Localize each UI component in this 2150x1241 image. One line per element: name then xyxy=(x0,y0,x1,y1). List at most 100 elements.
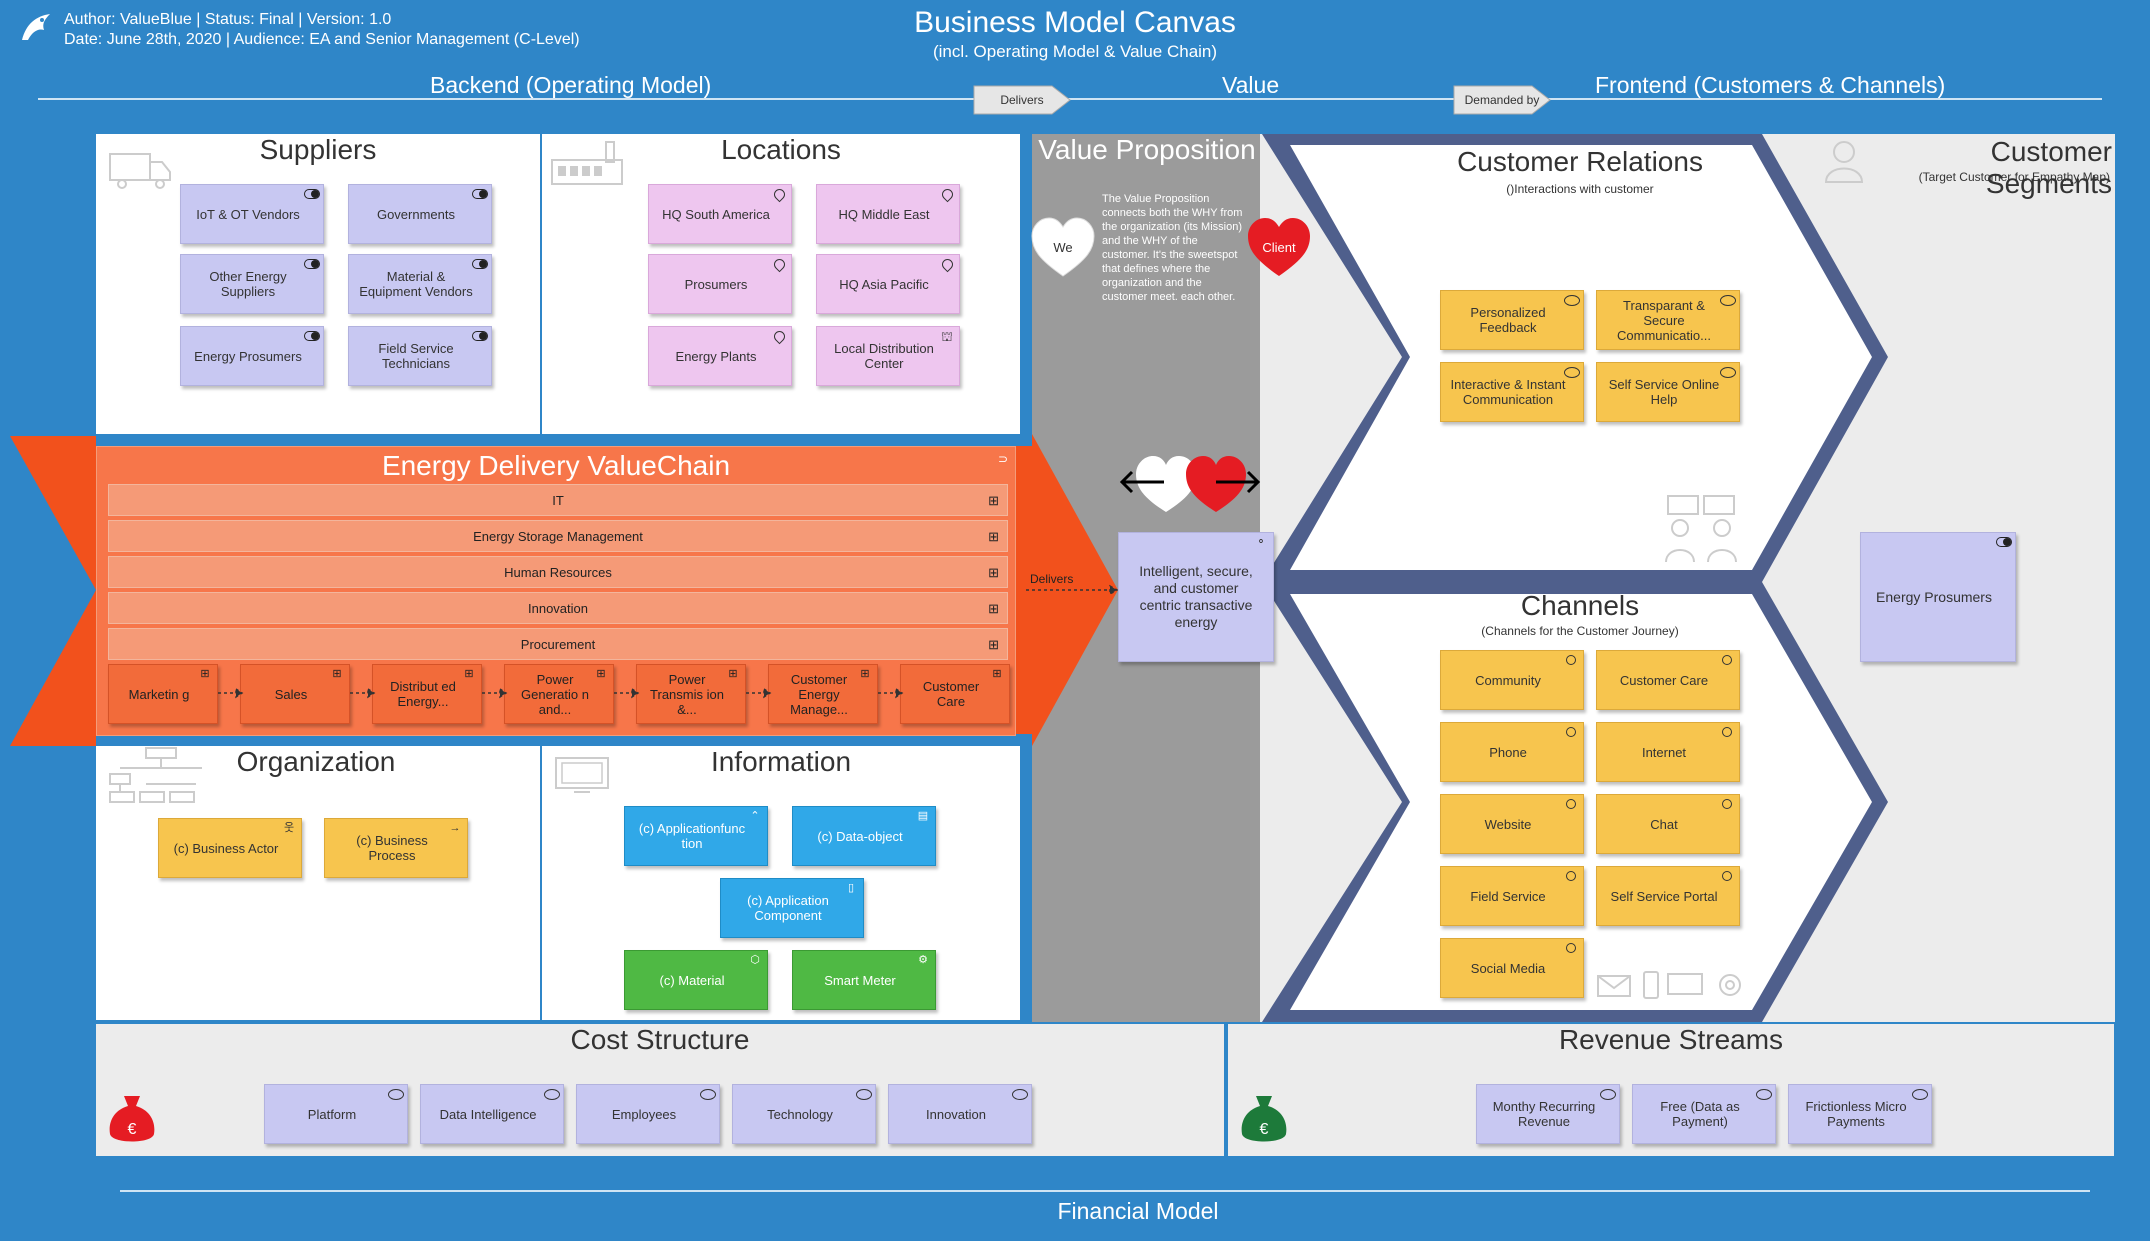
relation-self-service-help[interactable]: Self Service Online Help xyxy=(1596,362,1740,422)
supplier-label: Material & Equipment Vendors xyxy=(359,269,473,299)
location-label: HQ Asia Pacific xyxy=(839,276,929,292)
channel-social-media[interactable]: Social Media xyxy=(1440,938,1584,998)
supplier-label: Governments xyxy=(376,206,456,222)
supplier-other-energy[interactable]: Other Energy Suppliers xyxy=(180,254,324,314)
page-subtitle: (incl. Operating Model & Value Chain) xyxy=(932,42,1218,61)
suppliers-title: Suppliers xyxy=(259,134,377,165)
channel-label: Social Media xyxy=(1470,960,1546,976)
relation-personalized-feedback[interactable]: Personalized Feedback xyxy=(1440,290,1584,350)
supplier-field-service[interactable]: Field Service Technicians xyxy=(348,326,492,386)
channel-customer-care[interactable]: Customer Care xyxy=(1596,650,1740,710)
interface-icon xyxy=(1720,727,1734,739)
channel-phone[interactable]: Phone xyxy=(1440,722,1584,782)
revenue-micro-payments[interactable]: Frictionless Micro Payments xyxy=(1788,1084,1932,1144)
info-application-component[interactable]: (c) Application Component▯ xyxy=(720,878,864,938)
cost-employees[interactable]: Employees xyxy=(576,1084,720,1144)
service-icon xyxy=(1756,1089,1772,1101)
actor-icon xyxy=(472,189,488,201)
interface-icon xyxy=(1720,871,1734,883)
svg-text:€: € xyxy=(128,1121,137,1138)
cost-label: Data Intelligence xyxy=(439,1106,537,1122)
support-row-human-resources[interactable]: Human Resources⊞ xyxy=(108,556,1008,588)
cost-label: Platform xyxy=(307,1106,357,1122)
cost-data-intelligence[interactable]: Data Intelligence xyxy=(420,1084,564,1144)
revenue-label: Free (Data as Payment) xyxy=(1660,1099,1740,1129)
interaction-icon xyxy=(1720,367,1736,379)
demanded-by-arrow-label: Demanded by xyxy=(1464,93,1540,107)
supplier-energy-prosumers[interactable]: Energy Prosumers xyxy=(180,326,324,386)
chain-step-label: Marketin g xyxy=(128,686,190,702)
chain-step-marketing[interactable]: Marketin g⊞ xyxy=(108,664,218,724)
supplier-material-equipment[interactable]: Material & Equipment Vendors xyxy=(348,254,492,314)
function-icon: ⊞ xyxy=(728,668,738,680)
cost-platform[interactable]: Platform xyxy=(264,1084,408,1144)
money-bag-icon: € xyxy=(1238,1092,1290,1148)
interface-icon xyxy=(1720,799,1734,811)
function-icon: ⊞ xyxy=(988,529,999,544)
segments-person-icon xyxy=(1824,138,1864,184)
cost-innovation[interactable]: Innovation xyxy=(888,1084,1032,1144)
supplier-iot-ot-vendors[interactable]: IoT & OT Vendors xyxy=(180,184,324,244)
channel-community[interactable]: Community xyxy=(1440,650,1584,710)
info-application-function[interactable]: (c) Applicationfunc tion⌃ xyxy=(624,806,768,866)
relation-interactive-instant[interactable]: Interactive & Instant Communication xyxy=(1440,362,1584,422)
info-item-label: (c) Data-object xyxy=(817,828,903,844)
component-icon: ▯ xyxy=(847,882,855,894)
support-row-label: IT xyxy=(552,492,564,508)
cost-structure-title: Cost Structure xyxy=(570,1024,750,1055)
interaction-icon xyxy=(1720,295,1736,307)
relation-label: Interactive & Instant Communication xyxy=(1450,377,1566,407)
revenue-monthly-recurring[interactable]: Monthy Recurring Revenue xyxy=(1476,1084,1620,1144)
support-row-it[interactable]: IT ⊞ xyxy=(108,484,1008,516)
support-row-procurement[interactable]: Procurement⊞ xyxy=(108,628,1008,660)
support-row-energy-storage[interactable]: Energy Storage Management⊞ xyxy=(108,520,1008,552)
chain-step-power-transmission[interactable]: Power Transmis ion &...⊞ xyxy=(636,664,746,724)
supplier-label: Energy Prosumers xyxy=(194,348,302,364)
channel-self-service-portal[interactable]: Self Service Portal xyxy=(1596,866,1740,926)
footer-divider xyxy=(120,1190,2090,1192)
revenue-label: Monthy Recurring Revenue xyxy=(1492,1099,1596,1129)
chain-step-customer-energy[interactable]: Customer Energy Manage...⊞ xyxy=(768,664,878,724)
value-core-proposition[interactable]: Intelligent, secure, and customer centri… xyxy=(1118,532,1274,662)
org-business-process[interactable]: (c) Business Process→ xyxy=(324,818,468,878)
information-panel: Information (c) Applicationfunc tion⌃ (c… xyxy=(542,746,1020,1020)
we-heart-icon: We xyxy=(1030,216,1096,280)
revenue-free-data[interactable]: Free (Data as Payment) xyxy=(1632,1084,1776,1144)
actor-icon xyxy=(472,331,488,343)
channel-website[interactable]: Website xyxy=(1440,794,1584,854)
cost-technology[interactable]: Technology xyxy=(732,1084,876,1144)
supplier-governments[interactable]: Governments xyxy=(348,184,492,244)
chain-step-label: Distribut ed Energy... xyxy=(390,679,456,709)
channel-chat[interactable]: Chat xyxy=(1596,794,1740,854)
channel-internet[interactable]: Internet xyxy=(1596,722,1740,782)
location-hq-south-america[interactable]: HQ South America xyxy=(648,184,792,244)
conversation-people-icon xyxy=(1660,494,1744,564)
service-icon xyxy=(544,1089,560,1101)
support-row-innovation[interactable]: Innovation⊞ xyxy=(108,592,1008,624)
location-local-distribution[interactable]: Local Distribution Center⛫ xyxy=(816,326,960,386)
location-hq-asia-pacific[interactable]: HQ Asia Pacific xyxy=(816,254,960,314)
org-item-label: (c) Business Process xyxy=(356,833,428,863)
function-icon: ⊞ xyxy=(596,668,606,680)
revenue-streams-panel: Revenue Streams € Monthy Recurring Reven… xyxy=(1228,1024,2114,1156)
chain-step-distributed-energy[interactable]: Distribut ed Energy...⊞ xyxy=(372,664,482,724)
channel-label: Customer Care xyxy=(1619,672,1709,688)
chain-step-power-generation[interactable]: Power Generatio n and...⊞ xyxy=(504,664,614,724)
location-hq-middle-east[interactable]: HQ Middle East xyxy=(816,184,960,244)
function-icon: ⊞ xyxy=(992,668,1002,680)
channel-label: Self Service Portal xyxy=(1610,888,1718,904)
location-energy-plants[interactable]: Energy Plants xyxy=(648,326,792,386)
chain-step-sales[interactable]: Sales⊞ xyxy=(240,664,350,724)
segment-energy-prosumers[interactable]: Energy Prosumers xyxy=(1860,532,2016,662)
relation-transparant-secure[interactable]: Transparant & Secure Communicatio... xyxy=(1596,290,1740,350)
logo-icon xyxy=(18,10,54,46)
info-material[interactable]: (c) Material⬡ xyxy=(624,950,768,1010)
function-icon: ⊞ xyxy=(988,493,999,508)
info-data-object[interactable]: (c) Data-object▤ xyxy=(792,806,936,866)
info-smart-meter[interactable]: Smart Meter⚙ xyxy=(792,950,936,1010)
channel-field-service[interactable]: Field Service xyxy=(1440,866,1584,926)
demanded-by-arrow: Demanded by xyxy=(1452,80,1552,120)
interface-icon xyxy=(1564,943,1578,955)
location-prosumers[interactable]: Prosumers xyxy=(648,254,792,314)
